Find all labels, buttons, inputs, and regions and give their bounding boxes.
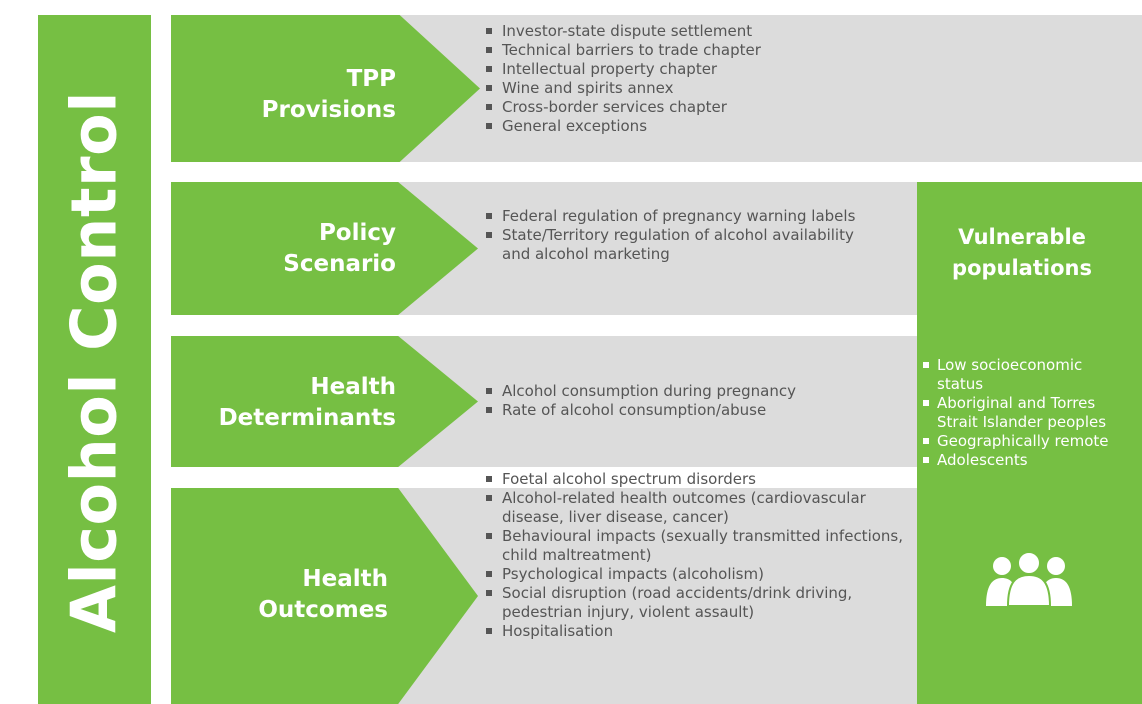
row-title-line: TPP <box>346 66 396 92</box>
list-item: Foetal alcohol spectrum disorders <box>482 470 910 489</box>
list-item: Geographically remote <box>921 432 1142 451</box>
vulnerable-populations-panel: Vulnerable populations Low socioeconomic… <box>917 182 1142 704</box>
row-title-health-determinants: Health Determinants <box>219 372 396 434</box>
list-item: Behavioural impacts (sexually transmitte… <box>482 527 910 565</box>
list-item-continuation: Strait Islander peoples <box>937 413 1107 431</box>
row-title-line: Policy <box>318 220 396 246</box>
list-item: Social disruption (road accidents/drink … <box>482 584 910 622</box>
list-item: Rate of alcohol consumption/abuse <box>482 401 902 420</box>
vulnerable-populations-title: Vulnerable populations <box>917 222 1127 284</box>
row-title-line: Health <box>310 374 396 400</box>
list-item: Cross-border services chapter <box>482 98 902 117</box>
list-item: Intellectual property chapter <box>482 60 902 79</box>
alcohol-control-bar <box>38 15 151 704</box>
list-item: General exceptions <box>482 117 902 136</box>
list-item: Investor-state dispute settlement <box>482 22 902 41</box>
row-title-line: Scenario <box>283 251 396 277</box>
row-title-line: Provisions <box>261 97 396 123</box>
vulnerable-title-line: Vulnerable <box>958 225 1086 249</box>
list-item: Adolescents <box>921 451 1142 470</box>
list-item: Federal regulation of pregnancy warning … <box>482 207 867 226</box>
vulnerable-title-line: populations <box>952 256 1092 280</box>
row-title-line: Determinants <box>218 405 396 431</box>
row-title-tpp-provisions: TPP Provisions <box>262 64 396 126</box>
alcohol-control-title: Alcohol Control <box>57 91 131 633</box>
row-title-policy-scenario: Policy Scenario <box>283 218 396 280</box>
list-item: Psychological impacts (alcoholism) <box>482 565 910 584</box>
list-policy-scenario: Federal regulation of pregnancy warning … <box>482 207 867 264</box>
list-item: Alcohol-related health outcomes (cardiov… <box>482 489 910 527</box>
list-item: State/Territory regulation of alcohol av… <box>482 226 867 264</box>
list-item: Aboriginal and Torres <box>921 394 1142 413</box>
list-tpp-provisions: Investor-state dispute settlement Techni… <box>482 22 902 136</box>
row-title-line: Health <box>302 566 388 592</box>
row-title-line: Outcomes <box>258 597 388 623</box>
list-health-determinants: Alcohol consumption during pregnancy Rat… <box>482 382 902 420</box>
row-title-health-outcomes: Health Outcomes <box>258 564 388 626</box>
list-item: Low socioeconomic <box>921 356 1142 375</box>
list-health-outcomes: Foetal alcohol spectrum disorders Alcoho… <box>482 470 910 641</box>
people-group-icon <box>986 552 1072 606</box>
vulnerable-populations-list: Low socioeconomic status Aboriginal and … <box>921 356 1142 470</box>
list-item: Alcohol consumption during pregnancy <box>482 382 902 401</box>
list-item: Hospitalisation <box>482 622 910 641</box>
list-item-continuation: status <box>937 375 984 393</box>
list-item: Wine and spirits annex <box>482 79 902 98</box>
list-item: Technical barriers to trade chapter <box>482 41 902 60</box>
